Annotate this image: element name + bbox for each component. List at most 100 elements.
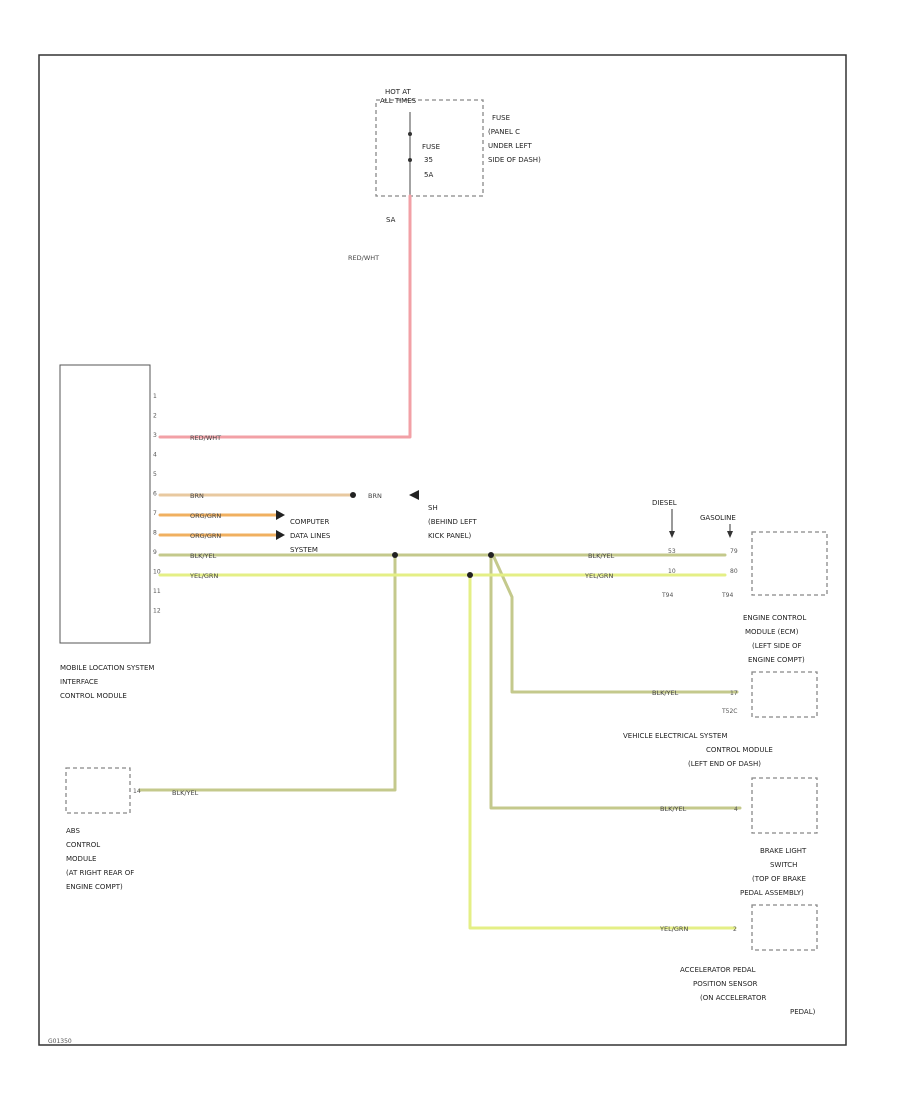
wire-label-red-wht-pin3: RED/WHT [190, 434, 221, 442]
ecm-name-line-1: ENGINE CONTROL [743, 614, 806, 622]
wire-label-brn-pin6: BRN [190, 492, 204, 500]
vesc-outline [751, 671, 818, 718]
module-pin-6: 6 [153, 491, 157, 498]
vesc-name-line-1: VEHICLE ELECTRICAL SYSTEM [623, 732, 728, 740]
wire-label-blk-yel-ecm: BLK/YEL [588, 552, 615, 560]
brake-name-line-1: BRAKE LIGHT [760, 847, 807, 855]
diagram-frame [38, 54, 847, 1046]
gasoline-arrow-icon [727, 531, 733, 538]
module-name-line-3: CONTROL MODULE [60, 692, 127, 700]
vehicle-electrical-system-module: 17 T52C VEHICLE ELECTRICAL SYSTEM CONTRO… [623, 671, 818, 768]
fuse-label-line-2: 35 [424, 156, 433, 164]
vesc-pin: 17 [730, 690, 738, 697]
accel-pin: 2 [733, 926, 737, 933]
ecm-name-line-3: (LEFT SIDE OF [752, 642, 802, 650]
vesc-name-line-2: CONTROL MODULE [706, 746, 773, 754]
fuse-location-line-3: UNDER LEFT [488, 142, 532, 150]
abs-outline [65, 767, 131, 814]
gasoline-label: GASOLINE [700, 514, 736, 522]
splice-s10-label: SH (BEHIND LEFT KICK PANEL) [428, 504, 477, 540]
splice-location-line-2: (BEHIND LEFT [428, 518, 477, 526]
computer-data-line-2: DATA LINES [290, 532, 331, 540]
fuse-location-line-4: SIDE OF DASH) [488, 156, 541, 164]
accel-name-line-2: POSITION SENSOR [693, 980, 758, 988]
module-name-line-1: MOBILE LOCATION SYSTEM [60, 664, 154, 672]
splice-dot-s10 [488, 552, 494, 558]
abs-control-module: 14 ABS CONTROL MODULE (AT RIGHT REAR OF … [65, 767, 141, 891]
module-pin-3: 3 [153, 432, 157, 439]
wire-label-yel-grn-ecm: YEL/GRN [584, 572, 613, 580]
hot-label-line-1: HOT AT [385, 88, 412, 96]
fuse-block: HOT AT ALL TIMES FUSE 35 5A FUSE (PANEL … [375, 88, 541, 224]
wire-label-org-grn-2: ORG/GRN [190, 532, 221, 540]
module-pin-1: 1 [153, 393, 157, 400]
fuse-node-bottom [408, 158, 412, 162]
accel-name-line-3: (ON ACCELERATOR [700, 994, 766, 1002]
fuse-location-line-1: FUSE [492, 114, 510, 122]
abs-pin: 14 [133, 788, 141, 795]
accel-sensor-outline [751, 904, 818, 951]
ecm-outline [751, 531, 828, 596]
wire-label-blk-yel-abs: BLK/YEL [172, 789, 199, 797]
fuse-terminal-label: SA [386, 216, 396, 224]
fuse-label-line-3: 5A [424, 171, 433, 179]
ecm-connector-2: T94 [721, 592, 733, 599]
ecm-gas-pin-1: 79 [730, 548, 738, 555]
wire-label-blk-yel-vesc: BLK/YEL [652, 689, 679, 697]
engine-control-module: DIESEL GASOLINE 53 10 79 80 T94 T94 ENGI… [652, 499, 828, 664]
ecm-gas-pin-2: 80 [730, 568, 738, 575]
splice-dot-yel-grn [467, 572, 473, 578]
accel-name-line-4: PEDAL) [790, 1008, 816, 1016]
module-pin-7: 7 [153, 510, 157, 517]
wire-red-wht [158, 194, 412, 439]
hot-label-line-2: ALL TIMES [380, 97, 417, 105]
wire-label-brn-ground: BRN [368, 492, 382, 500]
brn-splice-dot [350, 492, 356, 498]
fuse-panel-outline [375, 99, 484, 197]
wire-label-blk-yel-brake: BLK/YEL [660, 805, 687, 813]
abs-name-line-3: MODULE [66, 855, 96, 863]
module-pin-12: 12 [153, 608, 161, 615]
ecm-connector-1: T94 [661, 592, 673, 599]
brake-name-line-4: PEDAL ASSEMBLY) [740, 889, 804, 897]
wire-blk-yel-brake [489, 553, 742, 810]
abs-name-line-5: ENGINE COMPT) [66, 883, 123, 891]
splice-dot-abs [392, 552, 398, 558]
wire-blk-yel-abs [138, 553, 397, 792]
module-pin-9: 9 [153, 549, 157, 556]
wire-label-blk-yel-pin9: BLK/YEL [190, 552, 217, 560]
ground-arrow-icon [409, 490, 419, 500]
module-pin-10: 10 [153, 569, 161, 576]
accelerator-pedal-sensor: 2 ACCELERATOR PEDAL POSITION SENSOR (ON … [680, 904, 818, 1016]
accel-name-line-1: ACCELERATOR PEDAL [680, 966, 756, 974]
ecm-diesel-pin-1: 53 [668, 548, 676, 555]
computer-data-line-1: COMPUTER [290, 518, 329, 526]
ecm-diesel-pin-2: 10 [668, 568, 676, 575]
brake-switch-outline [751, 777, 818, 834]
data-line-arrow-icon-2 [276, 530, 285, 540]
ecm-name-line-4: ENGINE COMPT) [748, 656, 805, 664]
module-pin-4: 4 [153, 452, 157, 459]
abs-name-line-1: ABS [66, 827, 80, 835]
figure-id: G01350 [48, 1038, 72, 1045]
wire-label-yel-grn-accel: YEL/GRN [659, 925, 688, 933]
module-pin-11: 11 [153, 588, 161, 595]
module-pin-8: 8 [153, 530, 157, 537]
fuse-node-top [408, 132, 412, 136]
ecm-name-line-2: MODULE (ECM) [745, 628, 799, 636]
data-line-arrow-icon-1 [276, 510, 285, 520]
computer-data-line-3: SYSTEM [290, 546, 318, 554]
brake-light-switch: 4 BRAKE LIGHT SWITCH (TOP OF BRAKE PEDAL… [734, 777, 818, 897]
fuse-label-line-1: FUSE [422, 143, 440, 151]
module-name-line-2: INTERFACE [60, 678, 98, 686]
wire-label-yel-grn-pin10: YEL/GRN [189, 572, 218, 580]
vesc-name-line-3: (LEFT END OF DASH) [688, 760, 761, 768]
brake-name-line-2: SWITCH [770, 861, 797, 869]
module-outline [59, 364, 151, 644]
abs-name-line-4: (AT RIGHT REAR OF [66, 869, 134, 877]
fuse-location-line-2: (PANEL C [488, 128, 520, 136]
module-pin-5: 5 [153, 471, 157, 478]
